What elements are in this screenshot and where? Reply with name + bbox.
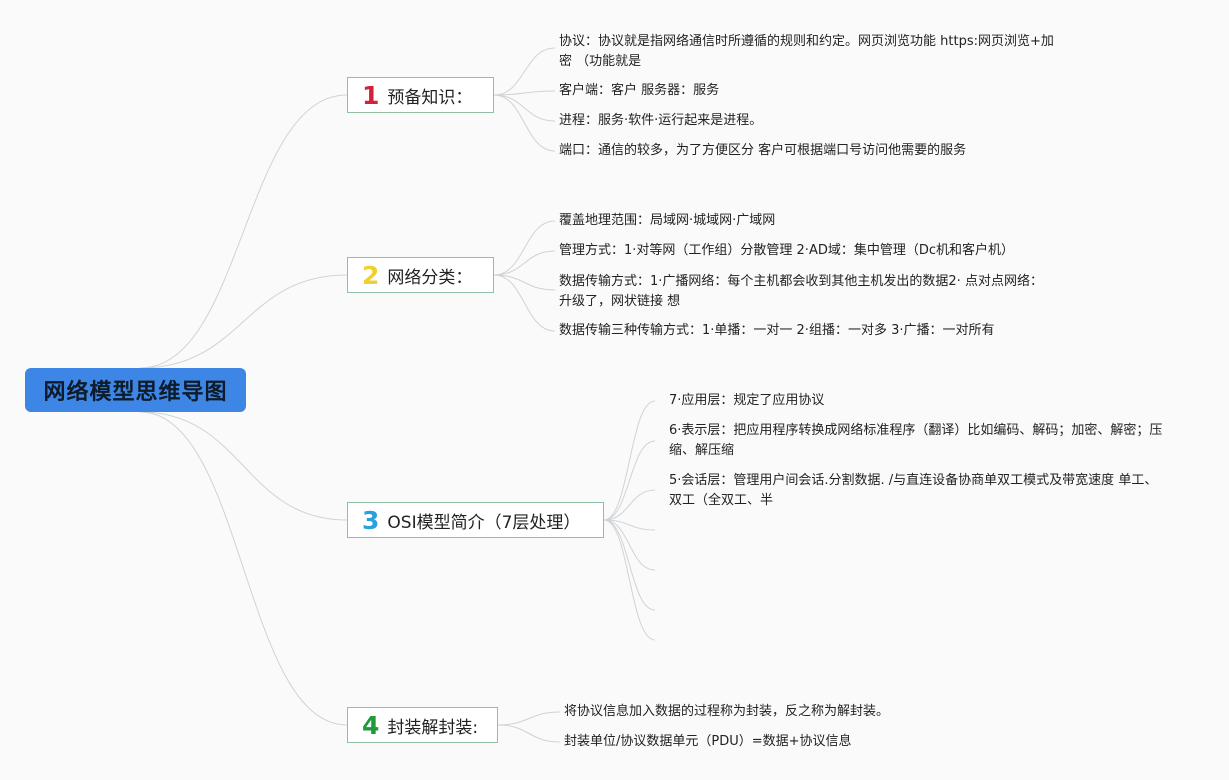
connector-branch-1-leaf-1	[493, 47, 556, 96]
connector-root-branch-3	[139, 411, 348, 521]
branch-label-1: 预备知识：	[387, 87, 473, 108]
root-node-label: 网络模型思维导图	[43, 380, 228, 405]
connector-branch-3-leaf-3	[603, 489, 656, 521]
leaf-2-3[interactable]: 数据传输方式：1·广播网络：每个主机都会收到其他主机发出的数据2· 点对点网络：…	[559, 274, 1043, 309]
leaf-4-1[interactable]: 将协议信息加入数据的过程称为封装，反之称为解封装。	[564, 704, 890, 719]
connector-branch-2-leaf-3	[493, 274, 556, 291]
leaf-2-4[interactable]: 数据传输三种传输方式：1·单播：一对一 2·组播：一对多 3·广播：一对所有	[559, 323, 995, 338]
connector-branch-1-leaf-2	[493, 90, 556, 96]
leaf-3-1[interactable]: 7·应用层：规定了应用协议	[669, 393, 825, 408]
connector-branch-3-leaf-4	[603, 519, 656, 531]
connector-branch-2-leaf-4	[493, 274, 556, 332]
leaf-1-3[interactable]: 进程：服务·软件·运行起来是进程。	[559, 113, 763, 128]
branch-number-1: 1	[362, 80, 380, 110]
branch-number-2: 2	[362, 260, 380, 290]
connector-branch-3-leaf-7	[603, 519, 656, 641]
leaf-1-1[interactable]: 协议：协议就是指网络通信时所遵循的规则和约定。网页浏览功能 https:网页浏览…	[559, 34, 1054, 69]
leaf-3-3[interactable]: 5·会话层：管理用户间会话.分割数据. /与直连设备协商单双工模式及带宽速度 单…	[669, 473, 1158, 508]
connector-branch-2-leaf-2	[493, 250, 556, 276]
leaf-3-2[interactable]: 6·表示层：把应用程序转换成网络标准程序（翻译）比如编码、解码；加密、解密；压缩…	[669, 423, 1163, 458]
branch-node-4[interactable]: 4 封装解封装:	[347, 707, 498, 743]
connector-branch-3-leaf-2	[603, 440, 656, 521]
leaf-2-2[interactable]: 管理方式：1·对等网（工作组）分散管理 2·AD域：集中管理（Dc机和客户机）	[559, 243, 1015, 258]
branch-node-3[interactable]: 3 OSI模型简介（7层处理）	[347, 502, 604, 538]
branch-label-4: 封装解封装:	[387, 717, 479, 738]
branch-node-2[interactable]: 2 网络分类：	[347, 257, 494, 293]
connector-branch-1-leaf-4	[493, 94, 556, 152]
connector-branch-4-leaf-2	[497, 724, 561, 743]
connector-root-branch-2	[139, 274, 348, 369]
connector-branch-1-leaf-3	[493, 94, 556, 122]
branch-label-2: 网络分类：	[387, 267, 473, 288]
connector-branch-3-leaf-6	[603, 519, 656, 611]
connector-branch-3-leaf-5	[603, 519, 656, 571]
leaf-1-2[interactable]: 客户端：客户 服务器：服务	[559, 83, 720, 98]
leaf-4-2[interactable]: 封装单位/协议数据单元（PDU）=数据+协议信息	[564, 734, 852, 749]
connector-root-branch-1	[139, 94, 348, 369]
branch-label-3: OSI模型简介（7层处理）	[387, 512, 581, 533]
connector-branch-2-leaf-1	[493, 220, 556, 276]
connector-branch-4-leaf-1	[497, 711, 561, 726]
leaf-2-1[interactable]: 覆盖地理范围：局域网·城域网·广域网	[559, 213, 776, 228]
branch-number-4: 4	[362, 710, 380, 740]
leaf-1-4[interactable]: 端口：通信的较多，为了方便区分 客户可根据端口号访问他需要的服务	[559, 143, 967, 158]
branch-number-3: 3	[362, 505, 380, 535]
root-node[interactable]: 网络模型思维导图	[25, 368, 246, 412]
connector-root-branch-4	[139, 411, 348, 726]
branch-node-1[interactable]: 1 预备知识：	[347, 77, 494, 113]
connector-branch-3-leaf-1	[603, 400, 656, 521]
